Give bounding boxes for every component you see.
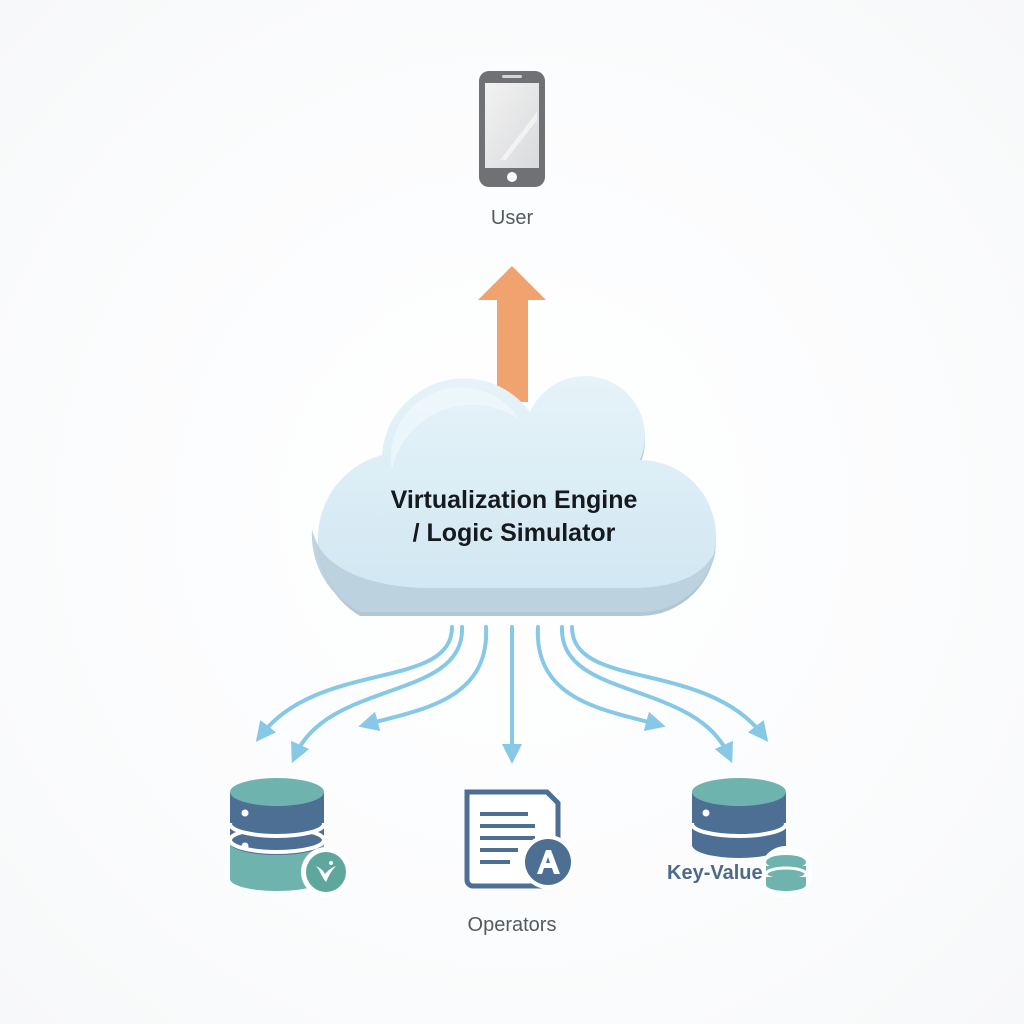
flow-arrow-left-2 <box>291 625 465 764</box>
flow-arrow-right-2 <box>559 625 733 764</box>
flow-arrow-left-1 <box>255 625 454 742</box>
stack-icon <box>760 846 812 898</box>
operators-label: Operators <box>467 914 557 936</box>
key-value-label: Key-Value <box>667 862 763 884</box>
flow-arrow-left-3 <box>358 625 489 732</box>
engine-title: Virtualization Engine / Logic Simulator <box>391 484 638 550</box>
letter-a-icon <box>521 835 575 889</box>
smartphone-icon <box>479 71 545 187</box>
flow-arrow-right-1 <box>535 625 666 732</box>
engine-title-line-2: / Logic Simulator <box>412 519 616 547</box>
database-icon <box>690 778 788 858</box>
bird-icon <box>301 847 351 897</box>
database-icon <box>228 778 326 891</box>
engine-title-line-1: Virtualization Engine <box>390 486 638 514</box>
cloud-icon <box>311 375 716 616</box>
arrow-up-icon <box>478 266 546 402</box>
user-label: User <box>490 207 534 229</box>
flow-arrow-right-3 <box>570 625 769 742</box>
